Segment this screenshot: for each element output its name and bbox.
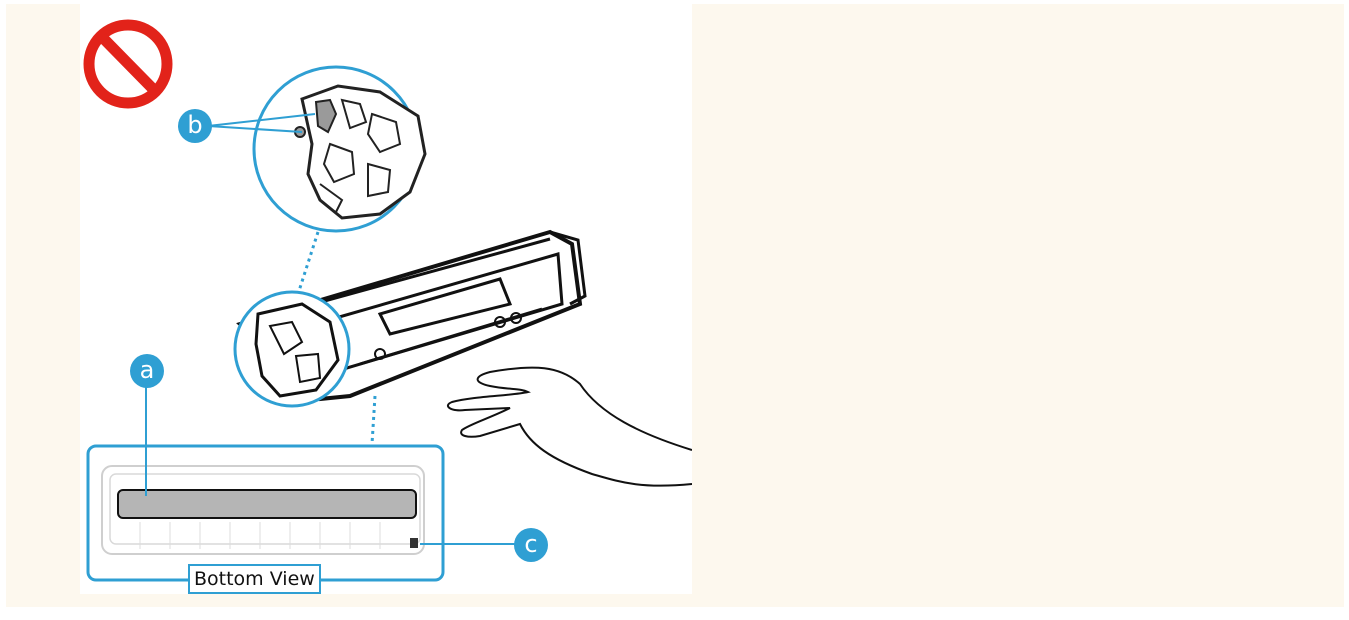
prohibited-icon: [89, 25, 167, 103]
callout-a: a: [130, 354, 164, 388]
bottom-view-panel: [88, 385, 518, 580]
gear-detail-zoom: [208, 67, 425, 231]
toner-cartridge: [235, 232, 585, 406]
callout-b: b: [178, 109, 212, 143]
callout-c: c: [514, 528, 548, 562]
toner-cartridge-illustration: b a c Bottom View: [80, 4, 692, 594]
illustration-canvas: [80, 4, 692, 594]
hand-illustration: [448, 368, 692, 486]
bottom-view-label: Bottom View: [188, 564, 321, 594]
